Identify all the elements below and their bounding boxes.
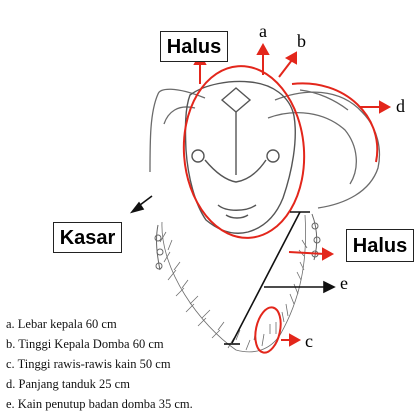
label-halus-right: Halus [346,229,414,262]
fringe-ellipse-c [251,305,284,355]
legend-item-a: a. Lebar kepala 60 cm [6,314,193,334]
label-kasar: Kasar [53,222,122,253]
letter-a: a [259,21,267,42]
label-halus-top: Halus [160,31,228,62]
legend-item-d: d. Panjang tanduk 25 cm [6,374,193,394]
letter-c: c [305,331,313,352]
legend-item-c: c. Tinggi rawis-rawis kain 50 cm [6,354,193,374]
letter-d: d [396,96,405,117]
legend-item-b: b. Tinggi Kepala Domba 60 cm [6,334,193,354]
measurement-legend: a. Lebar kepala 60 cm b. Tinggi Kepala D… [6,314,193,414]
letter-b: b [297,31,306,52]
legend-item-e: e. Kain penutup badan domba 35 cm. [6,394,193,414]
letter-e: e [340,273,348,294]
head-ellipse [178,62,310,242]
